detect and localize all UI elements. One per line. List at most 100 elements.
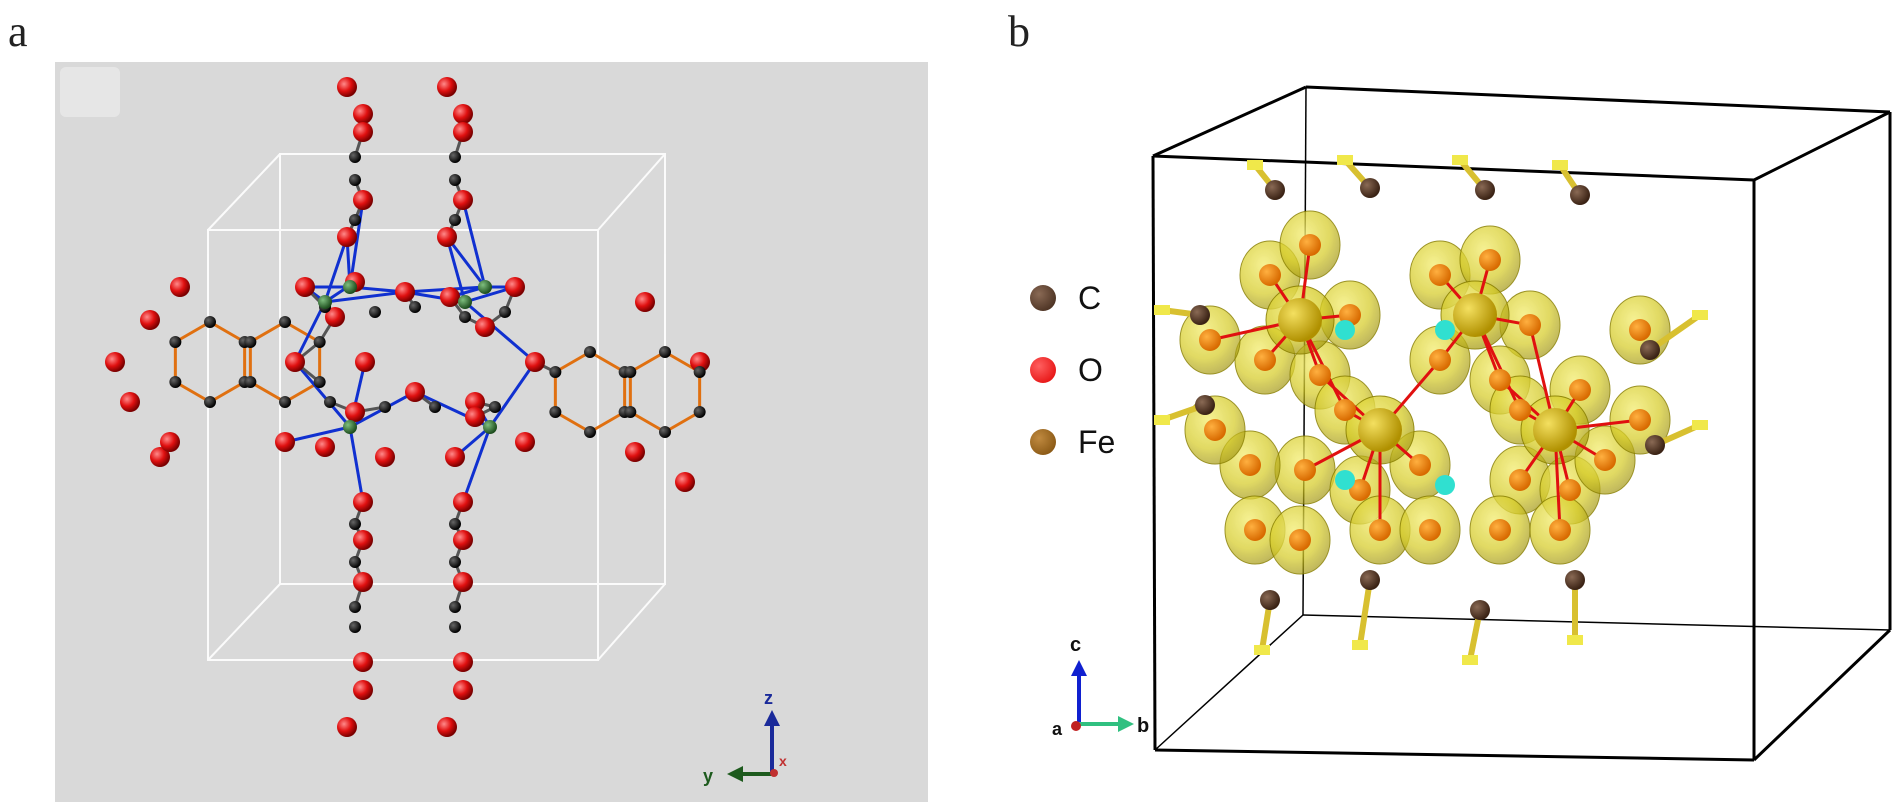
ring-bond <box>284 320 321 344</box>
iron-atom <box>478 280 492 294</box>
oxygen-atom <box>170 277 190 297</box>
carbon-atom <box>1260 590 1280 610</box>
fe-o-bond <box>284 425 351 444</box>
carbon-atom <box>169 336 182 348</box>
iron-atom <box>1358 408 1402 452</box>
oxygen-atom <box>453 652 473 672</box>
carbon-atom <box>499 306 511 318</box>
ring-bond <box>174 380 211 404</box>
carbon-atom <box>1570 185 1590 205</box>
fe-o-bond <box>293 361 352 428</box>
carbon-atom <box>1265 180 1285 200</box>
axis-label-y: y <box>703 766 713 786</box>
oxygen-atom <box>625 442 645 462</box>
fe-o-bond <box>323 236 349 303</box>
c-h-bond <box>1357 579 1373 646</box>
oxygen-atom <box>120 392 140 412</box>
oxygen-atom <box>1334 399 1356 421</box>
hydrogen-cap <box>1692 310 1708 320</box>
legend-label-o: O <box>1078 351 1103 388</box>
carbon-atom <box>459 311 471 323</box>
oxygen-atom <box>1509 399 1531 421</box>
axis-triad-a: z y x <box>703 688 787 786</box>
hydrogen-cap <box>1552 160 1568 170</box>
carbon-atom <box>279 316 291 328</box>
carbon-atom <box>1645 435 1665 455</box>
carbon-atom <box>279 396 291 408</box>
hydrogen-cap <box>1254 645 1270 655</box>
oxygen-atom <box>1509 469 1531 491</box>
ring-bond <box>554 410 591 434</box>
carbon-atom <box>324 396 336 408</box>
oxygen-atom <box>353 572 373 592</box>
oxygen-atom <box>325 307 345 327</box>
iron-atom <box>343 280 357 294</box>
carbon-atom <box>204 316 216 328</box>
legend-item-fe: Fe <box>1030 406 1115 478</box>
carbon-atom <box>584 426 596 438</box>
ring-bond <box>249 380 286 404</box>
carbon-atom <box>349 151 361 163</box>
oxygen-atom <box>465 407 485 427</box>
legend-item-o: O <box>1030 334 1115 406</box>
oxygen-atom <box>160 432 180 452</box>
ring-bond <box>554 350 591 374</box>
viewer-overlay <box>60 67 120 117</box>
oxygen-atom <box>315 437 335 457</box>
oxygen-atom <box>1429 349 1451 371</box>
iron-swatch <box>1030 429 1056 455</box>
oxygen-atom <box>440 287 460 307</box>
oxygen-atom <box>150 447 170 467</box>
axis-triad-b: c a b <box>1052 634 1149 739</box>
oxygen-atom <box>353 104 373 124</box>
carbon-atom <box>349 621 361 633</box>
carbon-atom <box>1640 340 1660 360</box>
ring-bond <box>174 320 211 344</box>
carbon-atom <box>1475 180 1495 200</box>
carbon-atom <box>624 366 637 378</box>
carbon-atom <box>349 601 361 613</box>
oxygen-atom <box>337 227 357 247</box>
iron-atom <box>458 295 472 309</box>
oxygen-atom <box>1489 369 1511 391</box>
fe-o-bond <box>445 236 467 303</box>
carbon-atom <box>449 556 461 568</box>
oxygen-atom <box>1239 454 1261 476</box>
fe-o-bond <box>488 361 537 428</box>
carbon-atom <box>204 396 216 408</box>
fe-o-bond <box>464 300 536 364</box>
ring-bond <box>589 350 626 374</box>
oxygen-atom <box>1299 234 1321 256</box>
hydrogen-cap <box>1154 415 1170 425</box>
axis-label-z: z <box>764 688 773 708</box>
oxygen-atom <box>1199 329 1221 351</box>
carbon-atom <box>1360 178 1380 198</box>
oxygen-atom <box>1294 459 1316 481</box>
panel-b-structure: c a b <box>1052 85 1892 762</box>
oxygen-atom <box>675 472 695 492</box>
oxygen-atom <box>505 277 525 297</box>
oxygen-atom <box>1489 519 1511 541</box>
hydrogen-cap <box>1352 640 1368 650</box>
oxygen-atom <box>453 122 473 142</box>
carbon-atom <box>369 306 381 318</box>
carbon-atom <box>169 376 182 388</box>
carbon-atom <box>244 376 257 388</box>
carbon-atom <box>449 214 461 226</box>
ring-bond <box>209 320 246 344</box>
ring-bond <box>209 380 246 404</box>
oxygen-atom <box>275 432 295 452</box>
oxygen-atom <box>1569 379 1591 401</box>
atom-layer <box>105 77 710 737</box>
hydrogen-cap <box>1692 420 1708 430</box>
oxygen-atom <box>353 492 373 512</box>
oxygen-atom <box>353 122 373 142</box>
oxygen-atom <box>1549 519 1571 541</box>
carbon-atom <box>659 346 671 358</box>
carbon-atom <box>244 336 257 348</box>
oxygen-atom <box>515 432 535 452</box>
legend-item-c: C <box>1030 262 1115 334</box>
oxygen-atom <box>353 530 373 550</box>
carbon-atom <box>549 406 562 418</box>
hydrogen-cap <box>1247 160 1263 170</box>
